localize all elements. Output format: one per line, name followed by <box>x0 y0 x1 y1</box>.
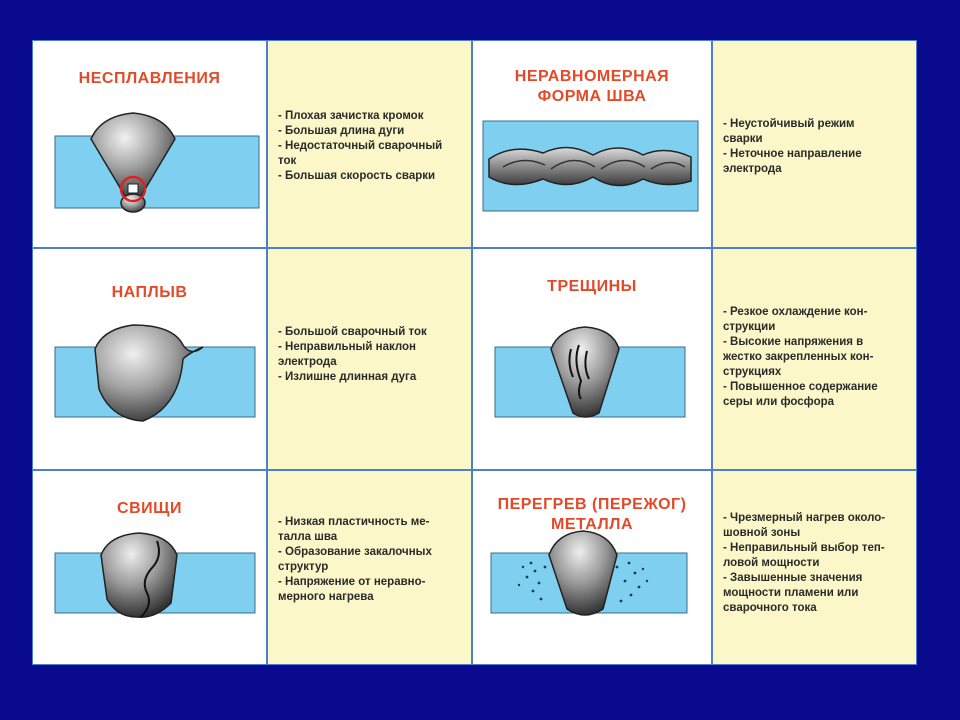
fistulas-illustration <box>54 532 256 618</box>
defect-causes-cell-overlap: - Большой сварочный ток - Неправильный н… <box>267 248 472 470</box>
causes-list: - Резкое охлаждение кон- струкции - Высо… <box>723 306 878 408</box>
defect-causes-cell-lack-of-fusion: - Плохая зачистка кромок - Большая длина… <box>267 40 472 248</box>
defect-title: СВИЩИ <box>117 500 182 517</box>
defect-title: ПЕРЕГРЕВ (ПЕРЕЖОГ) МЕТАЛЛА <box>497 496 687 533</box>
weld-bead <box>90 112 176 197</box>
causes-list: - Большой сварочный ток - Неправильный н… <box>278 326 427 383</box>
defect-image-cell-uneven-shape: НЕРАВНОМЕРНАЯ ФОРМА ШВА <box>472 40 712 248</box>
defect-image-cell-overheating: ПЕРЕГРЕВ (ПЕРЕЖОГ) МЕТАЛЛА <box>472 470 712 665</box>
overlap-illustration <box>54 324 256 422</box>
weld-defects-table: НЕСПЛАВЛЕНИЯ - Плохая зачистка кромок - … <box>32 40 917 665</box>
base-plate <box>54 135 260 209</box>
overheating-illustration <box>490 530 688 616</box>
defect-image-cell-lack-of-fusion: НЕСПЛАВЛЕНИЯ <box>32 40 267 248</box>
weld-bead <box>548 530 618 616</box>
bead-ripples <box>502 159 686 170</box>
uneven-weld-bead <box>488 146 692 187</box>
overheat-zone-dots <box>517 561 649 603</box>
defect-causes-cell-fistulas: - Низкая пластичность ме- талла шва - Об… <box>267 470 472 665</box>
defect-causes-cell-overheating: - Чрезмерный нагрев около- шовной зоны -… <box>712 470 917 665</box>
crack-lines <box>568 344 590 400</box>
defect-title: НЕСПЛАВЛЕНИЯ <box>78 70 221 87</box>
defect-image-cell-fistulas: СВИЩИ <box>32 470 267 665</box>
defect-title: ТРЕЩИНЫ <box>547 278 637 295</box>
defect-causes-cell-uneven-shape: - Неустойчивый режим сварки - Неточное н… <box>712 40 917 248</box>
unfused-gap <box>127 183 139 194</box>
defect-image-cell-cracks: ТРЕЩИНЫ <box>472 248 712 470</box>
weld-bead <box>100 532 178 618</box>
cracks-illustration <box>494 326 686 418</box>
defect-title: НЕРАВНОМЕРНАЯ ФОРМА ШВА <box>514 68 670 105</box>
causes-list: - Чрезмерный нагрев около- шовной зоны -… <box>723 512 886 614</box>
defect-image-cell-overlap: НАПЛЫВ <box>32 248 267 470</box>
defect-causes-cell-cracks: - Резкое охлаждение кон- струкции - Высо… <box>712 248 917 470</box>
uneven-shape-illustration <box>482 120 699 212</box>
defect-title: НАПЛЫВ <box>111 284 188 301</box>
causes-list: - Неустойчивый режим сварки - Неточное н… <box>723 118 862 175</box>
fistula-channel <box>140 540 160 618</box>
defect-marker-circle <box>119 175 147 203</box>
lack-of-fusion-illustration <box>54 112 260 213</box>
causes-list: - Плохая зачистка кромок - Большая длина… <box>278 110 443 182</box>
causes-list: - Низкая пластичность ме- талла шва - Об… <box>278 516 432 603</box>
weld-bead <box>550 326 620 418</box>
weld-bead-with-overlap <box>94 324 204 422</box>
